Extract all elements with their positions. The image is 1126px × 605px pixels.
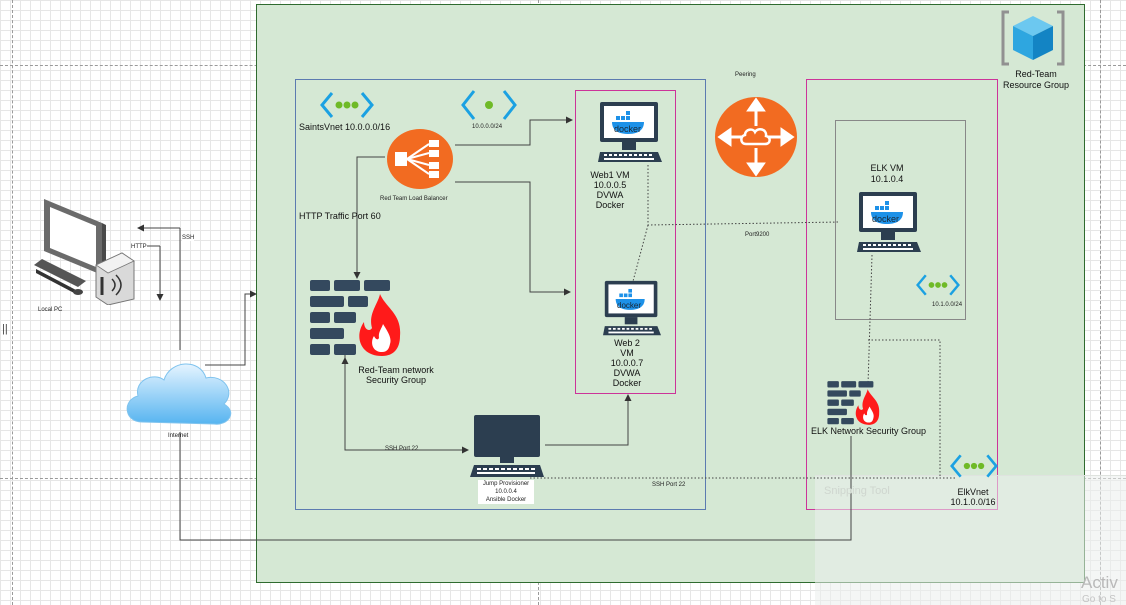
elk-vm-label: ELK VM 10.1.0.4 (870, 163, 904, 184)
internet-cloud-icon[interactable] (120, 352, 238, 430)
snipping-tool-overlay (815, 475, 1126, 605)
local-pc-label: Local PC (38, 307, 63, 313)
elk-subnet-box[interactable] (835, 120, 966, 320)
http-edge-label: HTTP (131, 244, 147, 250)
saints-vnet-container[interactable] (295, 79, 706, 510)
jump-provisioner-icon[interactable] (470, 413, 544, 479)
resource-group-cube-icon (1001, 10, 1065, 66)
web1-vm-label: Web1 VM 10.0.0.5 DVWA Docker (590, 170, 630, 210)
web-vm-group-box[interactable] (575, 90, 676, 394)
activate-windows-text: Activ (1081, 573, 1118, 592)
http-traffic-label: HTTP Traffic Port 60 (299, 211, 381, 221)
snipping-tool-label: Snipping Tool (824, 485, 890, 497)
port-label: Port9200 (745, 232, 770, 238)
internet-label: Internet (168, 433, 189, 439)
elk-nsg-firewall-icon[interactable] (826, 380, 884, 426)
red-team-nsg-label: Red-Team network Security Group (358, 365, 434, 385)
web2-docker-text: docker (617, 301, 642, 310)
web2-vm-icon[interactable] (603, 279, 661, 337)
load-balancer-icon[interactable] (385, 128, 455, 190)
web2-vm-label: Web 2 VM 10.0.0.7 DVWA Docker (610, 338, 644, 388)
ssh-port-left-label: SSH Port 22 (385, 446, 419, 452)
elk-vm-icon[interactable] (856, 190, 922, 254)
web1-docker-text: docker (614, 124, 642, 134)
elk-vnet-label: ElkVnet 10.1.0.0/16 (950, 487, 996, 507)
activate-windows-subtext: Go to S (1082, 594, 1116, 605)
elk-subnet-label: 10.1.0.0/24 (932, 302, 963, 308)
left-edge-marker: || (2, 323, 8, 335)
subnet-icon (461, 90, 517, 120)
web1-vm-icon[interactable] (598, 100, 662, 164)
saints-vnet-icon (320, 92, 374, 118)
elk-subnet-icon (916, 274, 960, 296)
red-team-nsg-firewall-icon[interactable] (308, 278, 408, 358)
elk-vnet-icon (950, 454, 998, 478)
local-pc-icon[interactable] (30, 195, 140, 305)
subnet-label: 10.0.0.0/24 (472, 124, 503, 130)
peering-router-icon[interactable] (714, 96, 798, 178)
elk-nsg-label: ELK Network Security Group (811, 426, 927, 436)
resource-group-label: Red-Team Resource Group (1003, 69, 1070, 90)
saints-vnet-label: SaintsVnet 10.0.0.0/16 (299, 122, 391, 132)
ssh-edge-label: SSH (182, 235, 195, 241)
ssh-port-right-label: SSH Port 22 (652, 482, 686, 488)
load-balancer-label: Red Team Load Balancer (380, 196, 448, 202)
peering-label: Peering (735, 72, 756, 78)
jump-provisioner-label: Jump Provisioner 10.0.0.4 Ansible Docker (478, 480, 534, 504)
elk-docker-text: docker (872, 214, 900, 224)
